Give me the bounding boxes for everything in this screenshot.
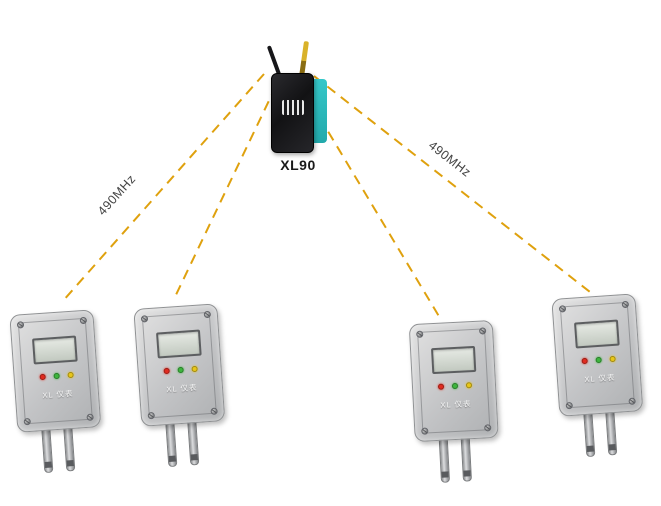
screw-icon (628, 397, 636, 405)
led-red (163, 367, 170, 375)
sensor-device-1: XL 仪表 (9, 309, 104, 480)
led-green (53, 372, 60, 380)
sensor-device-3: XL 仪表 (408, 319, 502, 490)
screw-icon (565, 401, 574, 410)
led-green (595, 356, 602, 364)
screw-icon (86, 413, 94, 421)
wireless-link-line-3 (301, 87, 441, 319)
sensor-probe (605, 407, 618, 456)
sensor-device-2: XL 仪表 (133, 303, 228, 474)
gateway-device: XL90 (250, 41, 346, 177)
led-green (177, 366, 184, 374)
sensor-probe (41, 424, 54, 474)
sensor-body: XL 仪表 (551, 293, 644, 417)
lcd-display (574, 319, 620, 349)
lcd-display (32, 335, 78, 365)
screw-icon (484, 424, 492, 432)
wireless-link-line-1 (61, 73, 265, 303)
sensor-probe (460, 433, 473, 482)
led-yellow (191, 365, 198, 373)
sensor-probe (583, 408, 596, 458)
vent-grill-icon (282, 100, 304, 115)
led-yellow (465, 382, 473, 389)
sensor-probe (438, 434, 451, 483)
led-yellow (609, 355, 616, 363)
led-red (39, 373, 46, 381)
gateway-label: XL90 (280, 157, 316, 173)
antenna-right-icon (299, 41, 309, 78)
sensor-probe (165, 418, 178, 468)
gateway-body (271, 73, 314, 153)
screw-icon (421, 427, 429, 435)
led-green (451, 382, 459, 390)
wireless-link-line-4 (313, 75, 591, 293)
sensor-probe (187, 417, 200, 466)
lcd-display (156, 329, 202, 359)
screw-icon (210, 407, 218, 415)
wireless-link-line-2 (173, 85, 277, 300)
sensor-body: XL 仪表 (408, 319, 499, 443)
led-red (581, 357, 588, 365)
sensor-body: XL 仪表 (133, 303, 226, 427)
screw-icon (23, 417, 32, 426)
led-red (437, 383, 445, 390)
sensor-device-4: XL 仪表 (551, 293, 646, 464)
screw-icon (147, 411, 156, 420)
sensor-probe (63, 423, 76, 472)
led-yellow (67, 371, 74, 379)
sensor-body: XL 仪表 (9, 309, 102, 433)
lcd-display (430, 345, 477, 375)
